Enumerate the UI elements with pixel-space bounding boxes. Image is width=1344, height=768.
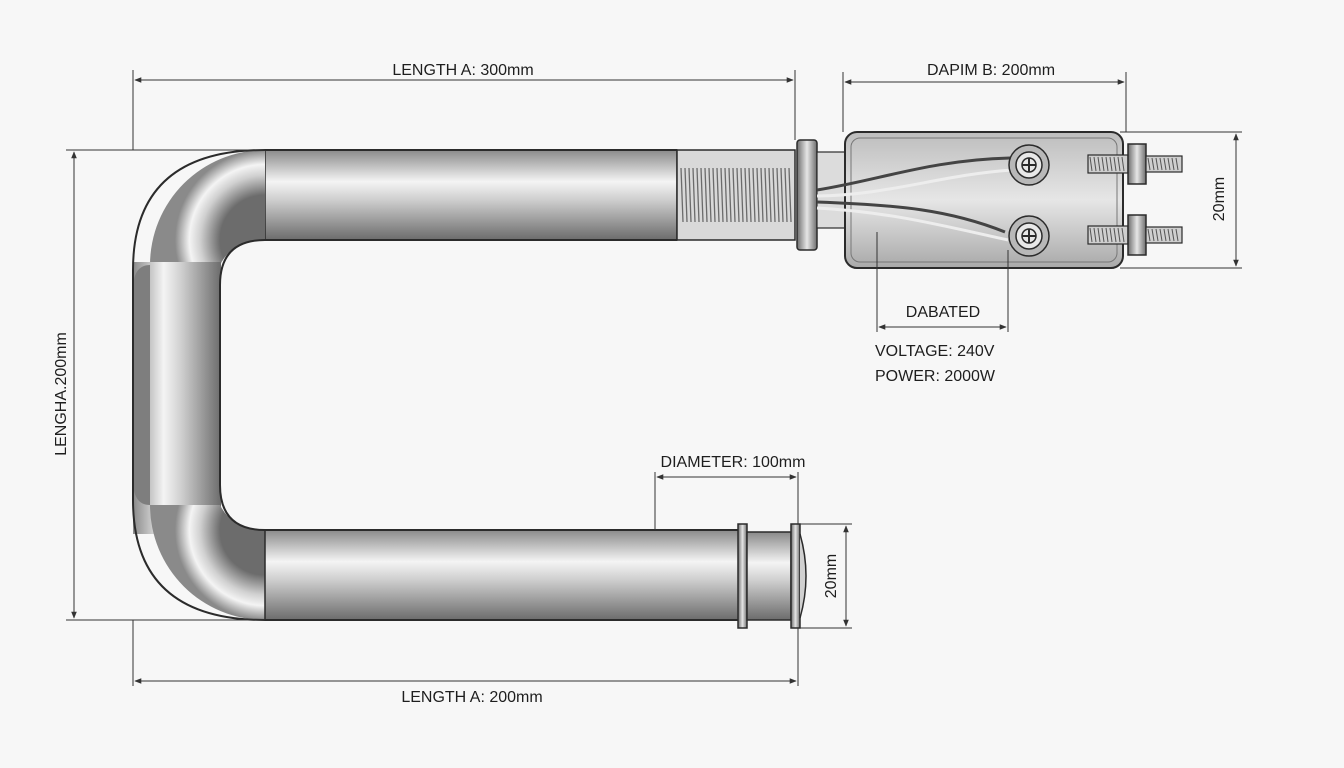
threaded-section bbox=[676, 149, 796, 241]
bottom-pipe-run bbox=[264, 529, 741, 621]
voltage-label: VOLTAGE: 240V bbox=[875, 343, 995, 360]
wire-2 bbox=[816, 200, 1006, 234]
end-height-label: 20mm bbox=[823, 554, 840, 598]
u-tube-pipe bbox=[132, 149, 741, 621]
pipe-end-cap bbox=[737, 523, 807, 629]
power-label: POWER: 2000W bbox=[875, 368, 996, 385]
box-height-label: 20mm bbox=[1211, 177, 1228, 221]
mounting-flange bbox=[796, 139, 818, 251]
diameter-label: DIAMETER: 100mm bbox=[661, 454, 806, 471]
length-left-label: LENGHA.200mm bbox=[53, 332, 70, 456]
dimension-lines bbox=[66, 70, 1242, 686]
bottom-bend bbox=[150, 505, 265, 620]
terminal-stud-top bbox=[1087, 143, 1183, 185]
terminal-box-housing bbox=[844, 131, 1124, 269]
length-top-label: LENGTH A: 300mm bbox=[392, 62, 533, 79]
dabated-label: DABATED bbox=[906, 304, 980, 321]
terminal-stud-bottom bbox=[1087, 214, 1183, 256]
depth-box-label: DAPIM B: 200mm bbox=[927, 62, 1055, 79]
length-bottom-label: LENGTH A: 200mm bbox=[401, 689, 542, 706]
top-bend bbox=[150, 150, 265, 265]
terminal-box bbox=[816, 131, 1124, 269]
wire-1 bbox=[816, 156, 1011, 192]
terminal-screw-bottom bbox=[1008, 215, 1050, 257]
top-pipe-run bbox=[264, 149, 678, 241]
terminal-screw-top bbox=[1008, 144, 1050, 186]
